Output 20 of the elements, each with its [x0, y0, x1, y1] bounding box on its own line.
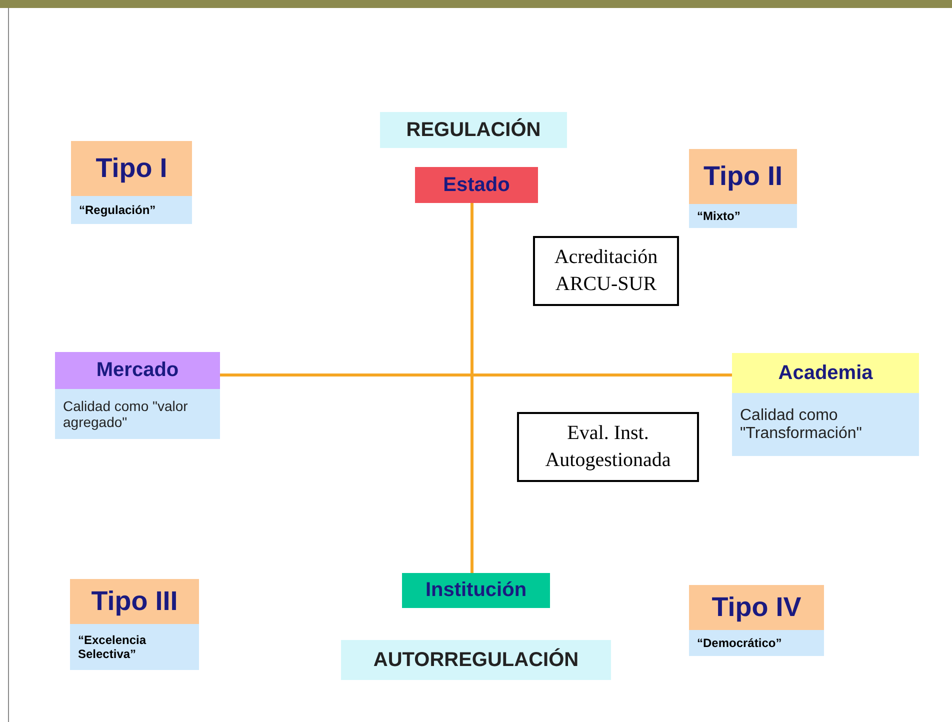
- description-text: “Excelencia Selectiva”: [70, 624, 199, 670]
- type-heading: Tipo II: [689, 149, 797, 204]
- axis-line: [220, 374, 732, 376]
- axis-line: [470, 203, 474, 573]
- pole-label: Institución: [402, 573, 550, 608]
- type-heading: Tipo I: [71, 141, 192, 196]
- note-box: Acreditación ARCU-SUR: [533, 236, 679, 306]
- type-heading: Tipo IV: [689, 585, 824, 630]
- note-box: Eval. Inst. Autogestionada: [517, 412, 699, 482]
- axis-title: AUTORREGULACIÓN: [341, 640, 611, 680]
- pole-heading: Academia: [732, 353, 919, 393]
- description-text: “Democrático”: [689, 630, 824, 656]
- pole-label: Estado: [415, 167, 538, 203]
- type-heading: Tipo III: [70, 579, 199, 624]
- description-text: “Regulación”: [71, 196, 192, 224]
- description-text: Calidad como "Transformación": [732, 393, 919, 456]
- description-text: Calidad como "valor agregado": [55, 389, 220, 439]
- description-text: “Mixto”: [689, 204, 797, 228]
- axis-title: REGULACIÓN: [380, 112, 567, 148]
- pole-heading: Mercado: [55, 352, 220, 389]
